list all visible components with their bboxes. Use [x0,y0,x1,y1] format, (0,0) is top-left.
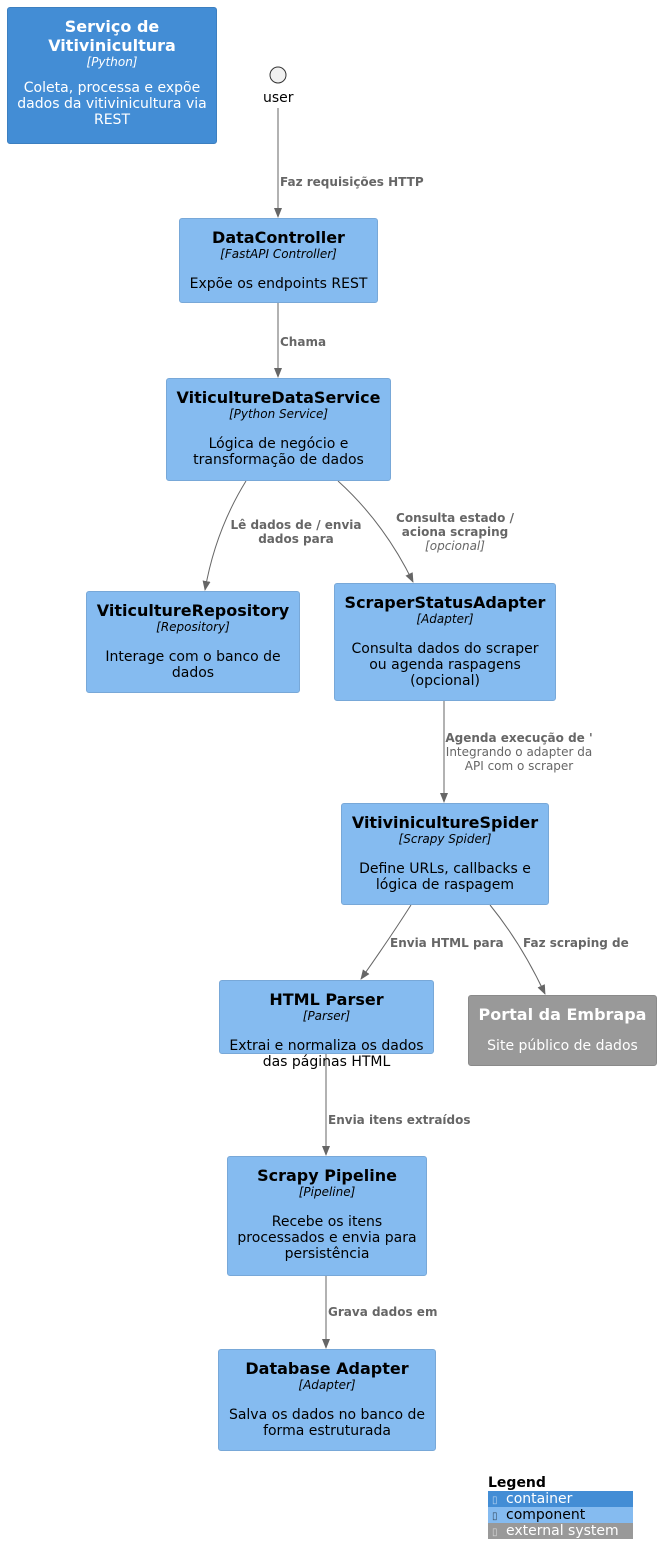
relation-note: Integrando o adapter da API com o scrape… [445,745,593,773]
component-title: VitiviniculturеSpider [351,813,539,832]
container-title: Serviço de Vitivinicultura [48,17,176,55]
user-actor-label: user [263,90,294,106]
legend: Legend ▯ container ▯ component ▯ external s… [488,1475,633,1539]
component-description: Recebe os itens processados e envia para… [237,1214,417,1262]
legend-item-container: ▯ container [488,1491,633,1507]
relation-label: Consulta estado / aciona scraping [396,511,514,539]
relation-label: Lê dados de / envia dados para [230,518,362,546]
external-description: Site público de dados [487,1038,638,1054]
component-title: Scrapy Pipeline [257,1166,397,1185]
component-tech: [Adapter] [298,1378,356,1392]
component-scraper-status-adapter: ScraperStatusAdapter [Adapter] Consulta … [334,583,556,701]
external-title: Portal da Embrapa [478,1005,647,1024]
edge-service-to-adapter [337,480,414,583]
edge-service-to-repository [202,480,247,591]
component-tech: [Scrapy Spider] [398,832,492,846]
component-vitiviniculture-spider: VitiviniculturеSpider [Scrapy Spider] De… [341,803,549,905]
relation-label: Envia itens extraídos [328,1113,471,1127]
edge-label-parser-to-pipeline: Envia itens extraídos [328,1113,471,1127]
component-description: Consulta dados do scraper ou agenda rasp… [351,641,539,689]
component-description: Define URLs, callbacks e lógica de raspa… [359,861,531,893]
component-scrapy-pipeline: Scrapy Pipeline [Pipeline] Recebe os ite… [227,1156,427,1276]
legend-label: container [506,1491,573,1507]
relation-label: Agenda execução de ' [445,731,593,745]
container-description: Coleta, processa e expõe dados da vitivi… [17,80,207,128]
edge-label-spider-to-parser: Envia HTML para [390,936,504,950]
edge-label-service-to-adapter: Consulta estado / aciona scraping [opcio… [385,511,525,553]
relation-label: Envia HTML para [390,936,504,950]
component-title: ViticultureRepository [96,601,290,620]
legend-swatch-icon: ▯ [492,1495,498,1506]
edge-spider-to-parser [360,904,412,980]
edge-label-spider-to-embrapa: Faz scraping de [523,936,629,950]
component-tech: [Python Service] [228,407,329,421]
component-html-parser: HTML Parser [Parser] Extrai e normaliza … [219,980,434,1070]
component-title: DataController [212,228,345,247]
component-title: ViticultureDataService [176,388,381,407]
legend-label: component [506,1507,586,1523]
component-viticulture-repository: ViticultureRepository [Repository] Inter… [86,591,300,693]
relation-label: Faz requisições HTTP [280,175,424,189]
container-tech: [Python] [86,55,138,69]
edge-label-controller-to-service: Chama [280,335,326,349]
relation-tech: [opcional] [425,539,485,553]
component-description: Lógica de negócio e transformação de dad… [193,436,364,468]
external-portal-embrapa: Portal da Embrapa Site público de dados [468,995,657,1066]
component-tech: [Pipeline] [298,1185,356,1199]
legend-title: Legend [488,1475,546,1491]
component-tech: [Parser] [302,1009,351,1023]
legend-item-external-system: ▯ external system [488,1523,633,1539]
component-description: Salva os dados no banco de forma estrutu… [228,1407,426,1439]
component-tech: [Adapter] [416,612,474,626]
component-data-controller: DataController [FastAPI Controller] Expõ… [179,218,378,303]
edge-spider-to-embrapa [489,904,546,995]
component-title: ScraperStatusAdapter [344,593,546,612]
component-description: Extrai e normaliza os dados das páginas … [229,1038,424,1070]
edge-label-user-to-controller: Faz requisições HTTP [280,175,424,189]
relation-label: Faz scraping de [523,936,629,950]
component-database-adapter: Database Adapter [Adapter] Salva os dado… [218,1349,436,1451]
component-description: Interage com o banco de dados [105,649,281,681]
legend-item-component: ▯ component [488,1507,633,1523]
legend-swatch-icon: ▯ [492,1527,498,1538]
edge-label-adapter-to-spider: Agenda execução de ' Integrando o adapte… [444,731,594,773]
component-title: HTML Parser [269,990,384,1009]
user-actor-icon [269,66,287,84]
component-tech: [Repository] [156,620,230,634]
component-viticulture-data-service: ViticultureDataService [Python Service] … [166,378,391,481]
component-title: Database Adapter [245,1359,409,1378]
relation-label: Grava dados em [328,1305,438,1319]
edge-label-pipeline-to-db: Grava dados em [328,1305,437,1319]
relation-label: Chama [280,335,327,349]
component-tech: [FastAPI Controller] [220,247,337,261]
component-description: Expõe os endpoints REST [189,276,368,292]
container-servico-vitivinicultura: Serviço de Vitivinicultura [Python] Cole… [7,7,217,144]
legend-label: external system [506,1523,619,1539]
edge-label-service-to-repository: Lê dados de / envia dados para [222,518,370,546]
legend-swatch-icon: ▯ [492,1511,498,1522]
